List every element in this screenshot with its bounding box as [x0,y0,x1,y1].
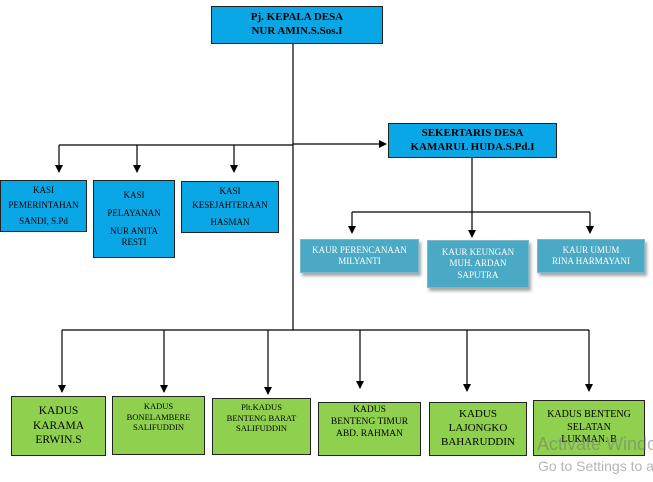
kaur-umum-box: KAUR UMUM RINA HARMAYANI [537,239,645,273]
kadus-benteng-selatan-box: KADUS BENTENG SELATAN LUKMAN. B [533,400,645,456]
secretary-box: SEKERTARIS DESA KAMARUL HUDA.S.Pd.I [388,123,557,158]
kaur-name: MUH. ARDAN [449,258,507,269]
kadus-title: Plt.KADUS [241,402,282,412]
kasi-name: SANDI, S.Pd [19,215,68,226]
kadus-karama-box: KADUS KARAMA ERWIN.S [11,396,106,456]
activation-watermark-subtitle: Go to Settings to activate Windows. [538,458,653,474]
kaur-keuangan-box: KAUR KEUNGAN MUH. ARDAN SAPUTRA [427,240,529,288]
kasi-section: KESEJAHTERAAN [192,200,268,211]
kadus-benteng-timur-box: KADUS BENTENG TIMUR ABD. RAHMAN [318,402,421,456]
kasi-label: KASI [32,185,54,196]
kasi-label: KASI [123,189,145,200]
kasi-pelayanan-box: KASI PELAYANAN NUR ANITA RESTI [93,180,175,258]
activation-watermark-title: Activate Windows [537,434,653,454]
kadus-area: LAJONGKO [448,422,508,435]
kadus-area: BENTENG TIMUR [330,416,409,427]
kadus-name: BAHARUDDIN [441,435,515,448]
kasi-label: KASI [219,186,241,197]
head-name: NUR AMIN.S.Sos.I [251,25,343,37]
kadus-benteng-barat-box: Plt.KADUS BENTENG BARAT SALIFUDDIN [212,398,311,455]
kasi-pemerintahan-box: KASI PEMERINTAHAN SANDI, S.Pd [0,180,87,232]
kadus-name: LUKMAN. B [561,434,617,446]
kadus-name: ERWIN.S [35,434,82,447]
kaur-title: KAUR UMUM [562,244,620,255]
kasi-name: NUR ANITA [109,226,159,236]
head-title: Pj. KEPALA DESA [250,11,344,24]
kaur-name: RINA HARMAYANI [552,256,630,266]
kadus-lajongko-box: KADUS LAJONGKO BAHARUDDIN [429,402,527,456]
kadus-title: KADUS [38,405,79,418]
kadus-name: SALIFUDDIN [236,423,287,434]
kadus-area: BENTENG BARAT [226,412,297,423]
kadus-area: SELATAN [567,421,611,433]
kadus-title: KADUS [353,405,386,415]
head-box: Pj. KEPALA DESA NUR AMIN.S.Sos.I [211,6,383,44]
kasi-name: HASMAN [210,216,250,227]
kadus-title: KADUS [459,408,497,421]
kadus-name: SALIFUDDIN [133,422,184,433]
kadus-area: KARAMA [32,419,85,432]
kaur-name-cont: SAPUTRA [457,269,499,280]
kasi-kesejahteraan-box: KASI KESEJAHTERAAN HASMAN [181,181,279,233]
kadus-name: ABD. RAHMAN [335,428,404,439]
kasi-section: PEMERINTAHAN [8,200,79,211]
secretary-name: KAMARUL HUDA.S.Pd.I [410,140,535,153]
kaur-name: MILYANTI [338,256,381,266]
kaur-perencanaan-box: KAUR PERENCANAAN MILYANTI [300,239,419,273]
kadus-title: KADUS [143,401,174,411]
kasi-section: PELAYANAN [107,207,161,218]
kasi-name-cont: RESTI [121,237,147,248]
kadus-bonelambere-box: KADUS BONELAMBERE SALIFUDDIN [112,396,205,455]
secretary-title: SEKERTARIS DESA [421,126,524,139]
kaur-title: KAUR KEUNGAN [441,247,515,258]
kadus-title: KADUS BENTENG [547,409,631,421]
kaur-title: KAUR PERENCANAAN [312,244,407,255]
kadus-area: BONELAMBERE [126,411,191,422]
